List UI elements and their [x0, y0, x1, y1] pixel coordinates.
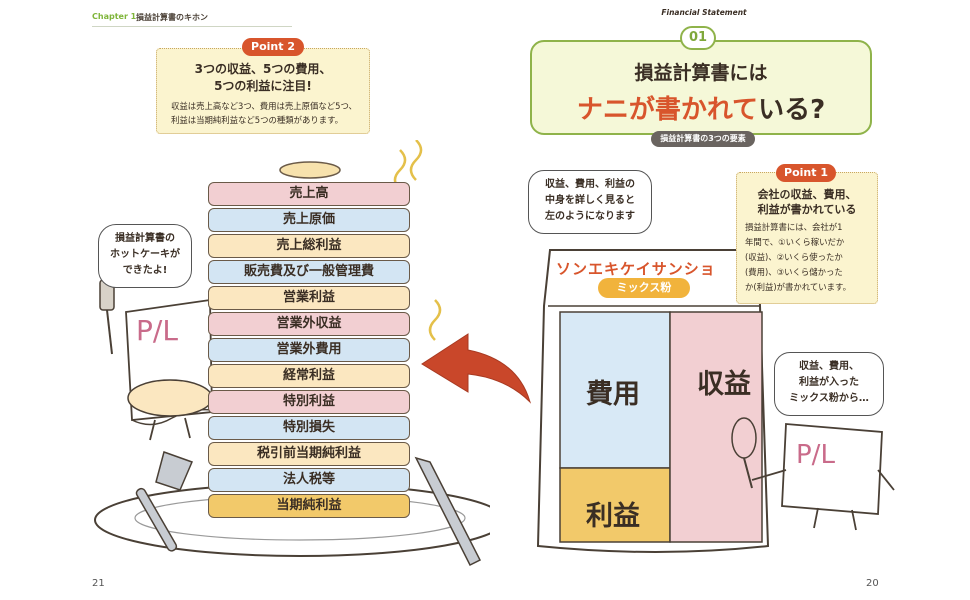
arrow-icon	[421, 333, 532, 404]
chapter-title: 損益計算書のキホン	[136, 13, 208, 22]
stack-item-hanbaihi: 販売費及び一般管理費	[208, 260, 410, 284]
right-bubble1-line: 中身を詳しく見ると	[545, 195, 635, 206]
right-bubble2-line: 収益、費用、	[799, 361, 859, 372]
pl-label-right: P/L	[796, 440, 835, 470]
right-bubble1-line: 収益、費用、利益の	[545, 179, 635, 190]
bag-label-revenue: 収益	[697, 369, 751, 400]
point1-text-line: 損益計算書には、会社が1	[745, 222, 843, 232]
steam-icon	[409, 140, 423, 181]
title-line2-highlight: ナニが書かれて	[576, 95, 759, 125]
section-number: 01	[680, 26, 716, 50]
stack-item-zeibikimae: 税引前当期純利益	[208, 442, 410, 466]
point2-text-line2: 利益は当期純利益など5つの種類があります。	[171, 115, 343, 125]
page-number-left: 21	[92, 578, 105, 589]
right-bubble1-line: 左のようになります	[545, 211, 635, 222]
stack-item-eigyo-rieki: 営業利益	[208, 286, 410, 310]
point1-text-line: (収益)、②いくら使ったか	[745, 252, 843, 262]
right-speech-bubble-top: 収益、費用、利益の 中身を詳しく見ると 左のようになります	[528, 170, 652, 234]
steam-icon	[428, 299, 442, 341]
left-bubble-line: ホットケーキが	[110, 249, 180, 260]
fork-left-icon	[135, 451, 194, 552]
stack-item-toki-jun-rieki: 当期純利益	[208, 494, 410, 518]
point1-text-line: 年間で、①いくら稼いだか	[745, 237, 845, 247]
title-line2: ナニが書かれている?	[532, 89, 870, 126]
stack-item-eigyogai-shueki: 営業外収益	[208, 312, 410, 336]
point2-text-line1: 収益は売上高など3つ、費用は売上原価など5つ、	[171, 101, 357, 111]
page-number-right: 20	[866, 578, 879, 589]
point1-badge: Point 1	[776, 164, 836, 182]
whisk-icon	[731, 417, 757, 459]
title-box: 損益計算書には ナニが書かれている?	[530, 40, 872, 135]
chapter-label: Chapter 1	[92, 12, 137, 21]
pl-character-left	[99, 279, 213, 441]
point1-heading-line2: 利益が書かれている	[757, 203, 857, 216]
stack-item-keijo-rieki: 経常利益	[208, 364, 410, 388]
profit-area	[559, 467, 671, 543]
stack-item-tokubetsu-sonshitsu: 特別損失	[208, 416, 410, 440]
point2-heading-line2: 5つの利益に注目!	[214, 79, 312, 93]
stack-item-uriagedaka: 売上高	[208, 182, 410, 206]
financial-statement-label: Financial Statement	[661, 8, 747, 17]
left-bubble-line: 損益計算書の	[115, 233, 175, 244]
left-bubble-line: できたよ!	[122, 265, 168, 276]
stack-item-uriage-sourieki: 売上総利益	[208, 234, 410, 258]
mix-badge: ミックス粉	[598, 278, 690, 298]
point1-box: 会社の収益、費用、 利益が書かれている 損益計算書には、会社が1 年間で、①いく…	[736, 172, 878, 304]
pl-character-right	[731, 417, 895, 531]
header-rule	[92, 26, 292, 27]
butter-pat	[279, 161, 341, 179]
stack-item-uriage-genka: 売上原価	[208, 208, 410, 232]
pl-label-left: P/L	[136, 314, 178, 347]
right-bubble2-line: ミックス粉から…	[789, 393, 869, 404]
right-speech-bubble-bottom: 収益、費用、 利益が入った ミックス粉から…	[774, 352, 884, 416]
knife-right-icon	[414, 456, 482, 567]
point1-text-line: (費用)、③いくら儲かった	[745, 267, 843, 277]
title-line1: 損益計算書には	[634, 62, 768, 84]
stack-item-eigyogai-hiyou: 営業外費用	[208, 338, 410, 362]
point2-badge: Point 2	[242, 38, 304, 56]
point1-text-line: か(利益)が書かれています。	[745, 282, 851, 292]
stack-item-hojinzei: 法人税等	[208, 468, 410, 492]
subtitle-tag: 損益計算書の3つの要素	[651, 131, 755, 147]
left-speech-bubble: 損益計算書の ホットケーキが できたよ!	[98, 224, 192, 288]
point2-heading-line1: 3つの収益、5つの費用、	[194, 62, 332, 76]
point2-box: 3つの収益、5つの費用、 5つの利益に注目! 収益は売上高など3つ、費用は売上原…	[156, 48, 370, 134]
bag-title: ソンエキケイサンショ	[556, 260, 716, 278]
right-bubble2-line: 利益が入った	[799, 377, 859, 388]
bag-label-profit: 利益	[586, 501, 640, 532]
title-line2-rest: いる?	[758, 95, 826, 125]
stack-item-tokubetsu-rieki: 特別利益	[208, 390, 410, 414]
bag-label-cost: 費用	[586, 379, 640, 410]
revenue-area	[669, 311, 763, 543]
mix-bag-illustration	[536, 249, 770, 553]
point1-heading-line1: 会社の収益、費用、	[757, 188, 857, 201]
